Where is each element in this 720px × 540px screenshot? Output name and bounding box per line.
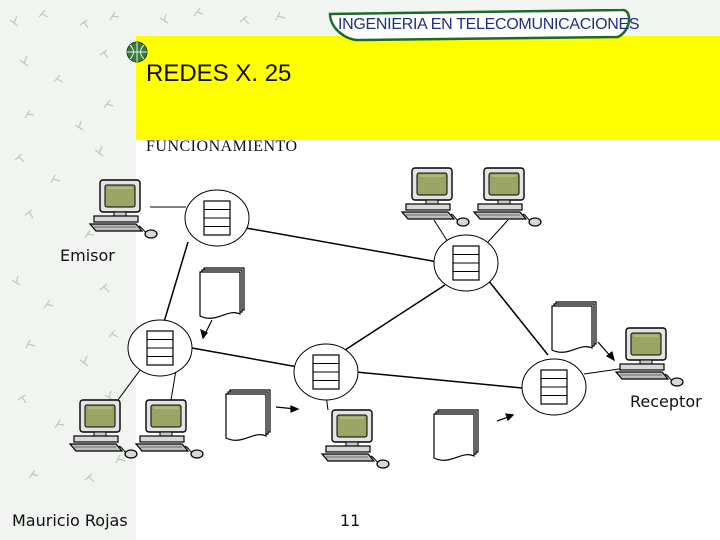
slide-title: REDES X. 25 [146,60,292,87]
arrow-icon [275,405,300,413]
footer-author: Mauricio Rojas [12,511,128,530]
accent-band [136,36,720,140]
link-node4-node6 [355,371,523,389]
switch-node-icon [293,343,359,401]
brand-banner-text: INGENIERIA EN TELECOMUNICACIONES [338,16,640,33]
receiver-label: Receptor [630,392,702,411]
packet-icon [225,389,271,441]
globe-logo-icon [126,41,148,63]
switch-node-icon [127,319,193,377]
link-node2-node6 [487,279,549,356]
flow-arrows [200,319,615,422]
link-node2-node5 [344,284,446,351]
link-node3-node4 [191,347,299,368]
link-node1-node3 [163,241,189,323]
computer-receptor-icon [615,327,684,387]
header-swoosh [328,8,631,42]
computer-icon [321,409,390,469]
arrow-icon [597,341,615,362]
packet-icon [199,267,245,319]
switch-node-icon [521,358,587,416]
link-pc-node2-b [487,219,509,243]
switch-node-icon [184,189,250,247]
switch-node-icon [433,234,499,292]
link-pc-node2 [433,219,449,243]
packet-icon [433,409,479,461]
page-number: 11 [340,511,361,530]
network-links [111,206,627,411]
sender-label: Emisor [60,246,115,265]
link-node6-receptor [583,367,627,375]
link-node1-node2 [245,227,439,263]
arrow-icon [200,319,213,340]
arrow-icon [496,413,515,422]
packet-icon [551,301,597,353]
computer-icon [135,399,204,459]
computer-icon [401,167,470,227]
slide-subtitle: FUNCIONAMIENTO [146,138,298,155]
computer-icon [473,167,542,227]
computer-emisor-icon [89,179,158,239]
